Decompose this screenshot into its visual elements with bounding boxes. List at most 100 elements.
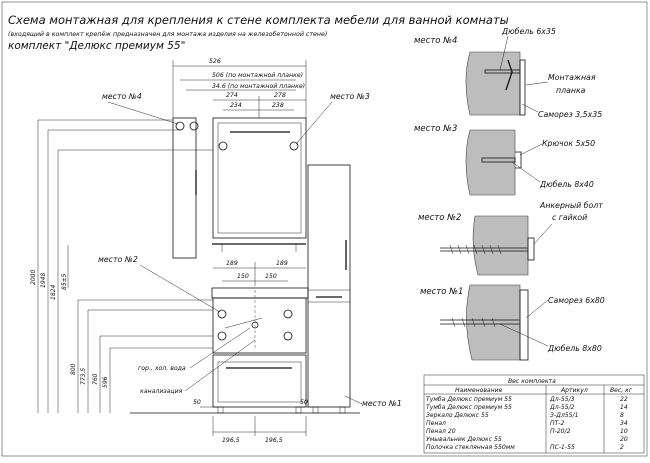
- dim-150b: 150: [265, 273, 277, 280]
- mount-hole-2b: [283, 309, 293, 319]
- mount-hole-3b: [289, 141, 299, 151]
- dim-v596: 596: [102, 376, 109, 388]
- dim-v85: 85±5: [61, 273, 68, 290]
- detail4-screw: Саморез 3,5х35: [538, 110, 602, 119]
- detail4-dowel: Дюбель 6х35: [501, 27, 556, 36]
- svg-text:14: 14: [620, 404, 628, 411]
- detail3-title: место №3: [414, 124, 457, 134]
- detail3-hook: Крючок 5х50: [542, 139, 595, 148]
- table-row: Полочка стеклянная 550мм ПС-1-55 2: [426, 444, 624, 451]
- vanity-lower: [212, 354, 307, 408]
- dim-v2000: 2000: [30, 270, 37, 285]
- mount-hole-2a: [217, 309, 227, 319]
- detail-place-1: место №1 Саморез 6х80 Дюбель 8х80: [420, 284, 605, 361]
- svg-text:Пенал: Пенал: [426, 420, 446, 427]
- svg-text:Зеркало Делюкс 55: Зеркало Делюкс 55: [426, 412, 489, 419]
- dim-1965a: 196,5: [222, 437, 240, 444]
- detail3-dowel: Дюбель 8х40: [539, 180, 594, 189]
- svg-text:ПТ-2: ПТ-2: [550, 420, 565, 427]
- table-row: Тумба Делюкс премиум 55 Дл-55/3 22: [426, 395, 628, 403]
- svg-text:2: 2: [620, 444, 624, 451]
- kit-name: комплект "Делюкс премиум 55": [8, 40, 185, 52]
- svg-text:ПС-1-55: ПС-1-55: [550, 444, 575, 451]
- dim-526: 526: [209, 58, 221, 65]
- dim-238: 238: [272, 102, 284, 109]
- dim-150a: 150: [237, 273, 249, 280]
- th-article: Артикул: [560, 387, 588, 394]
- vanity-upper: [212, 297, 307, 354]
- table-row: Пенал 20 П-20/2 10: [426, 428, 628, 435]
- detail2-title: место №2: [418, 213, 461, 223]
- mount-hole-3a: [218, 141, 228, 151]
- detail2-bolt-l2: с гайкой: [552, 213, 587, 222]
- detail4-plank-l1: Монтажная: [548, 73, 596, 82]
- svg-text:8: 8: [620, 412, 624, 419]
- dim-506: 506 (по монтажной планке): [212, 72, 303, 79]
- th-name: Наименование: [455, 387, 503, 394]
- label-place-4: место №4: [102, 92, 142, 101]
- weight-table: Вес комплекта Наименование Артикул Вес, …: [423, 374, 645, 454]
- dim-278: 278: [274, 92, 286, 99]
- svg-text:Тумба Делюкс премиум 55: Тумба Делюкс премиум 55: [426, 403, 512, 411]
- detail1-screw: Саморез 6х80: [548, 296, 605, 305]
- label-place-2: место №2: [98, 255, 138, 264]
- svg-text:Пенал 20: Пенал 20: [426, 428, 456, 435]
- tall-pencil-case: [307, 164, 351, 408]
- svg-text:Дл-55/3: Дл-55/3: [549, 396, 575, 403]
- svg-text:20: 20: [620, 436, 628, 443]
- svg-text:Дл-55/2: Дл-55/2: [549, 404, 575, 411]
- label-sewer: канализация: [140, 388, 183, 395]
- svg-text:Тумба Делюкс премиум 55: Тумба Делюкс премиум 55: [426, 395, 512, 403]
- dim-274: 274: [226, 92, 238, 99]
- sheet-title: Схема монтажная для крепления к стене ко…: [8, 13, 509, 27]
- dim-346: 34.6 (по монтажной планке): [212, 83, 305, 90]
- dim-234: 234: [230, 102, 242, 109]
- svg-text:10: 10: [620, 428, 628, 435]
- mounting-plank: [519, 59, 526, 116]
- detail-place-3: место №3 Крючок 5х50 Дюбель 8х40: [414, 124, 595, 196]
- front-elevation: 526 506 (по монтажной планке) 34.6 (по м…: [30, 58, 402, 444]
- svg-text:Полочка стеклянная 550мм: Полочка стеклянная 550мм: [426, 444, 515, 451]
- detail1-dowel: Дюбель 8х80: [547, 344, 602, 353]
- table-caption: Вес комплекта: [508, 378, 556, 385]
- mirror-cabinet: [212, 117, 307, 239]
- wall-pencil-case: [172, 117, 197, 259]
- th-weight: Вес, кг: [610, 387, 633, 394]
- dim-v7735: 773,5: [80, 368, 87, 385]
- svg-text:Умывальник Делюкс 55: Умывальник Делюкс 55: [426, 436, 502, 443]
- detail4-plank-l2: планка: [556, 86, 586, 95]
- mirror-door: [217, 122, 302, 234]
- detail-place-2: место №2 Анкерный болт с гайкой: [418, 201, 603, 276]
- sheet-subtitle: (входящий в комплект крепёж предназначен…: [8, 30, 327, 38]
- dim-189b: 189: [276, 260, 288, 267]
- dim-1965b: 196,5: [265, 437, 283, 444]
- dim-v760: 760: [92, 373, 99, 385]
- label-place-3: место №3: [330, 92, 370, 101]
- svg-text:З-Дл55/1: З-Дл55/1: [550, 412, 578, 419]
- vertical-dimensions: 2000 1948 1824 85±5 800 773,5 760 596: [30, 119, 213, 413]
- table-row: Умывальник Делюкс 55 20: [426, 436, 628, 443]
- table-row: Пенал ПТ-2 34: [426, 420, 628, 427]
- table-row: Тумба Делюкс премиум 55 Дл-55/2 14: [426, 403, 628, 411]
- svg-text:34: 34: [620, 420, 628, 427]
- detail2-bolt-l1: Анкерный болт: [539, 201, 603, 210]
- detail-place-4: место №4 Дюбель 6х35 Монтажная планка Са…: [414, 27, 602, 119]
- svg-text:22: 22: [620, 396, 628, 403]
- table-row: Зеркало Делюкс 55 З-Дл55/1 8: [426, 412, 624, 419]
- label-water: гор., хол. вода: [138, 365, 186, 372]
- svg-text:П-20/2: П-20/2: [550, 428, 571, 435]
- dim-v800: 800: [70, 363, 77, 375]
- mount-hole-4b: [189, 121, 199, 131]
- dim-189a: 189: [226, 260, 238, 267]
- dim-50b: 50: [300, 399, 308, 406]
- detail1-title: место №1: [420, 287, 463, 297]
- dim-50a: 50: [193, 399, 201, 406]
- label-place-1: место №1: [362, 399, 402, 408]
- detail4-title: место №4: [414, 36, 457, 46]
- washbasin: [211, 287, 309, 299]
- mount-hole-4a: [175, 121, 185, 131]
- dim-v1948: 1948: [40, 273, 47, 288]
